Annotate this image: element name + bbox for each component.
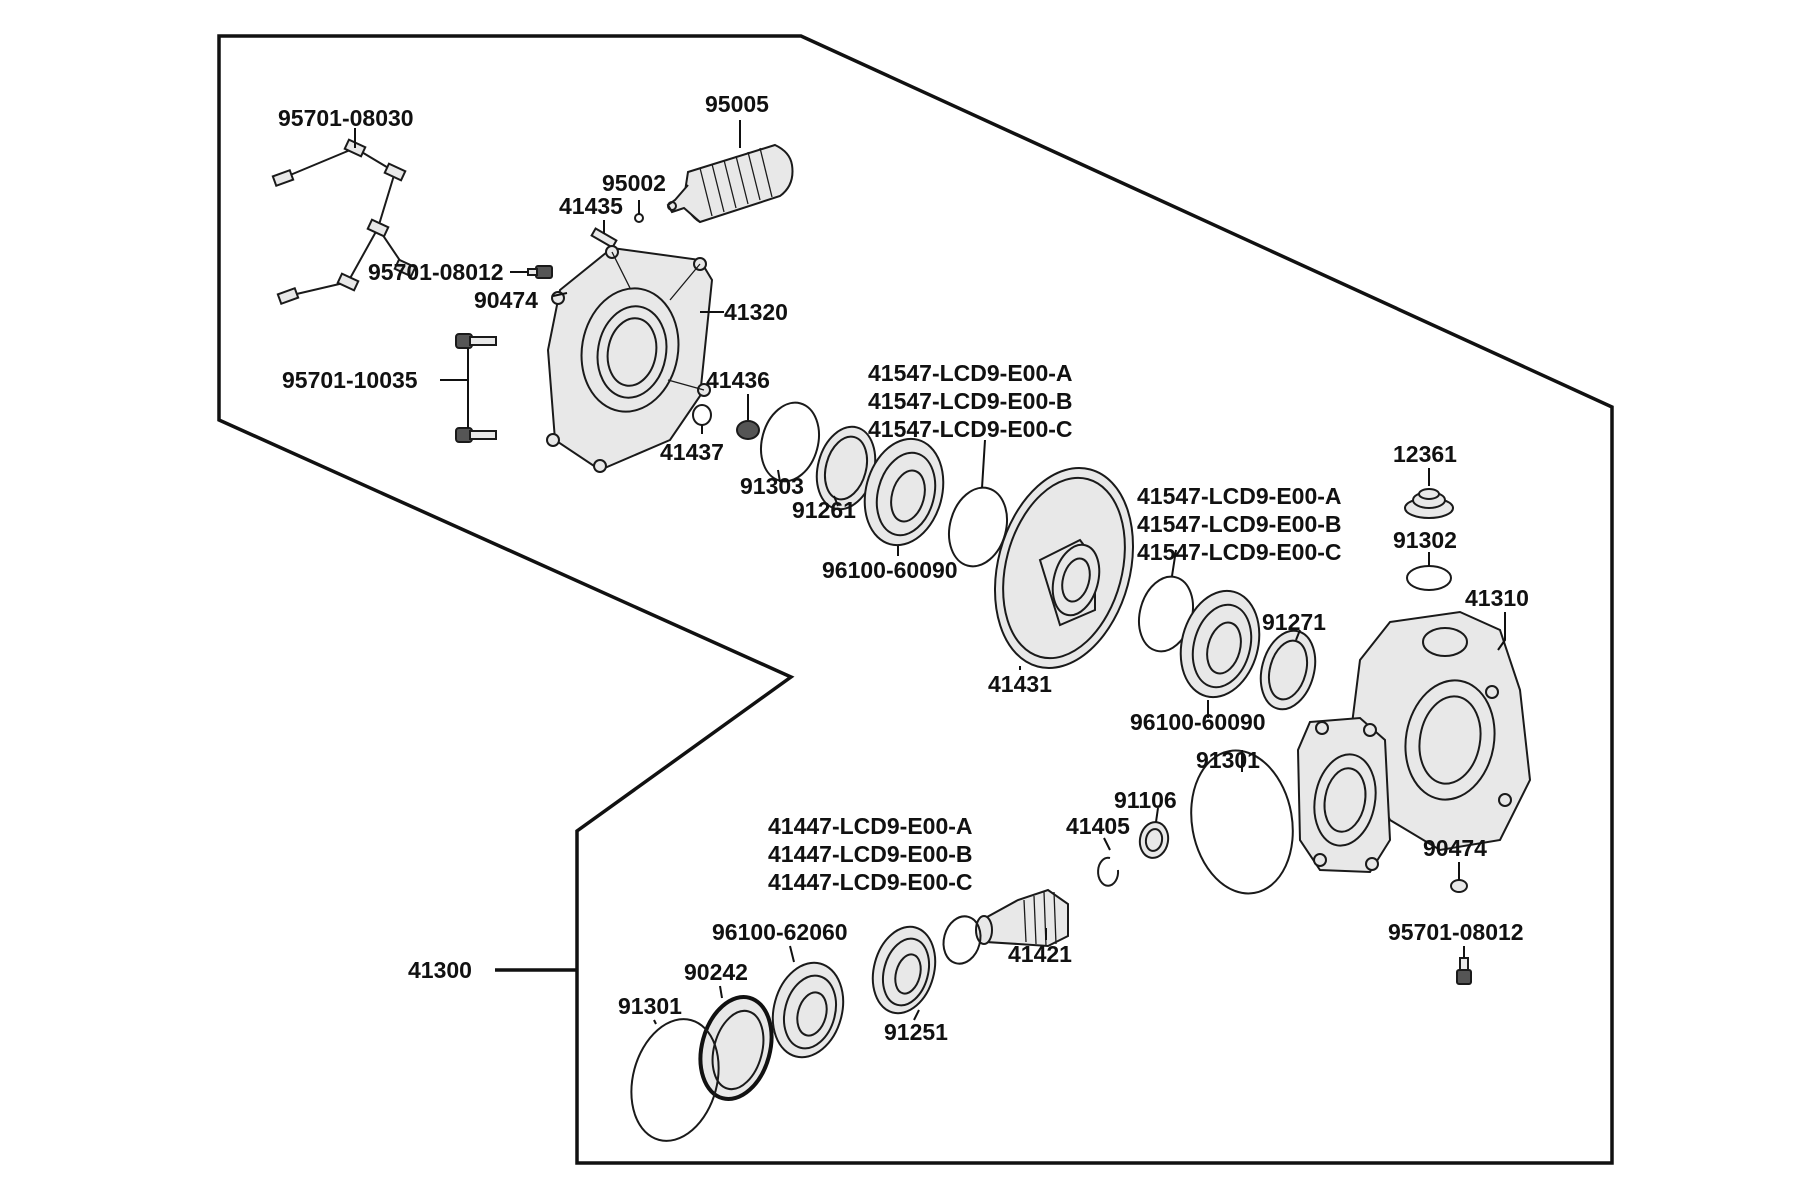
label-95701-08012-lower: 95701-08012 (1388, 919, 1524, 945)
label-41447-c: 41447-LCD9-E00-C (768, 869, 973, 895)
label-91301-lower: 91301 (618, 993, 682, 1019)
bearing-96100-60090-upper (863, 437, 945, 547)
bearing-96100-62060 (771, 961, 845, 1059)
ring-gear-41431 (993, 467, 1135, 669)
label-41547-c-upper: 41547-LCD9-E00-C (868, 416, 1073, 442)
label-41547-b-upper: 41547-LCD9-E00-B (868, 388, 1073, 414)
label-90474-upper: 90474 (474, 287, 538, 313)
part-labels: 95701-08030 95005 95002 41435 95701-0801… (278, 91, 1529, 1045)
label-41547-b-lower: 41547-LCD9-E00-B (1137, 511, 1342, 537)
label-91302: 91302 (1393, 527, 1457, 553)
bolt-set-95701-08030 (271, 138, 417, 306)
housing-41310 (1296, 610, 1532, 874)
label-41547-a-lower: 41547-LCD9-E00-A (1137, 483, 1342, 509)
label-41436: 41436 (706, 367, 770, 393)
label-95701-08012-upper: 95701-08012 (368, 259, 504, 285)
leader-lines (354, 120, 1506, 1025)
label-41320: 41320 (724, 299, 788, 325)
assembly-label: 41300 (408, 957, 472, 983)
label-41435: 41435 (559, 193, 623, 219)
label-41405: 41405 (1066, 813, 1130, 839)
cover-41320 (546, 245, 714, 473)
bolt-95701-08012-lower (1456, 957, 1472, 985)
label-41447-a: 41447-LCD9-E00-A (768, 813, 973, 839)
label-91251: 91251 (884, 1019, 948, 1045)
assembly-boundary (217, 34, 1614, 1165)
label-91271: 91271 (1262, 609, 1326, 635)
label-95701-08030: 95701-08030 (278, 105, 414, 131)
label-90474-lower: 90474 (1423, 835, 1487, 861)
clip-95002 (634, 213, 644, 223)
label-96100-62060: 96100-62060 (712, 919, 848, 945)
label-96100-60090-upper: 96100-60090 (822, 557, 958, 583)
boot-95005 (666, 143, 794, 224)
breather-cap-12361 (1404, 488, 1454, 519)
bearing-96100-60090-lower (1179, 589, 1261, 699)
o-ring-91301-upper (1190, 749, 1294, 895)
o-ring-41437 (692, 404, 712, 426)
label-95701-10035: 95701-10035 (282, 367, 418, 393)
bolt-95701-08012-upper (527, 265, 553, 279)
label-41421: 41421 (1008, 941, 1072, 967)
bolts-95701-10035 (455, 333, 497, 443)
label-91303: 91303 (740, 473, 804, 499)
label-41547-c-lower: 41547-LCD9-E00-C (1137, 539, 1342, 565)
seal-91271 (1259, 629, 1317, 711)
label-41431: 41431 (988, 671, 1052, 697)
needle-bearing-91106 (1138, 821, 1170, 859)
label-96100-60090-lower: 96100-60090 (1130, 709, 1266, 735)
bearing-91251 (871, 925, 937, 1015)
plug-41436 (736, 420, 760, 440)
seal-90242 (698, 995, 774, 1101)
o-ring-91301-lower (630, 1018, 720, 1142)
pin-41435 (590, 227, 618, 249)
o-ring-91302 (1406, 565, 1452, 591)
label-91106: 91106 (1114, 787, 1177, 813)
label-91301-upper: 91301 (1196, 747, 1260, 773)
circlip-41405 (1097, 856, 1120, 887)
label-41547-a-upper: 41547-LCD9-E00-A (868, 360, 1073, 386)
label-41447-b: 41447-LCD9-E00-B (768, 841, 973, 867)
label-95005: 95005 (705, 91, 769, 117)
label-90242: 90242 (684, 959, 748, 985)
pinion-41421 (975, 888, 1069, 948)
shim-41447 (942, 915, 982, 965)
label-91261: 91261 (792, 497, 856, 523)
label-41437: 41437 (660, 439, 724, 465)
label-12361: 12361 (1393, 441, 1457, 467)
label-41310: 41310 (1465, 585, 1529, 611)
label-95002: 95002 (602, 170, 666, 196)
washer-90474-lower (1450, 879, 1468, 893)
